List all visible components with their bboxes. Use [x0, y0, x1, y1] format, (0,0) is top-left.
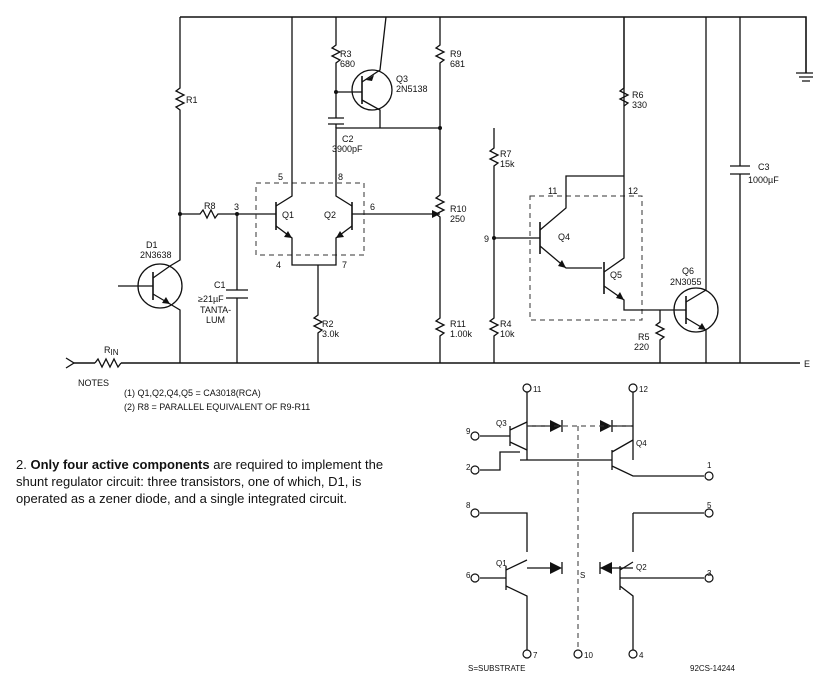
label-r7v: 15k: [500, 159, 515, 169]
note-1: (1) Q1,Q2,Q4,Q5 = CA3018(RCA): [124, 388, 261, 398]
label-r3: R3: [340, 49, 352, 59]
q4-transistor: [539, 175, 624, 269]
label-c3: C3: [758, 162, 770, 172]
ic-pin-1: 1: [707, 461, 712, 470]
label-c2v: 3900pF: [332, 144, 363, 154]
ic-pin-6: 6: [466, 571, 471, 580]
label-r8: R8: [204, 201, 216, 211]
label-r11v: 1.00k: [450, 329, 473, 339]
caption-text: are required to implement the shunt regu…: [16, 457, 384, 506]
ic-q3: Q3: [496, 419, 507, 428]
label-r10: R10: [450, 204, 467, 214]
ic-pin-4: 4: [639, 651, 644, 660]
label-q4: Q4: [558, 232, 570, 242]
ic-q2: Q2: [636, 563, 647, 572]
node-7: 7: [342, 260, 347, 270]
label-r5v: 220: [634, 342, 649, 352]
label-q3t: 2N5138: [396, 84, 428, 94]
ic-s: S: [580, 571, 585, 580]
label-r10v: 250: [450, 214, 465, 224]
q1-transistor: [270, 17, 318, 266]
q6-transistor: [660, 17, 719, 363]
label-eo: E: [804, 359, 810, 369]
label-c1v: ≥21µF: [198, 294, 224, 304]
node-3: 3: [234, 202, 239, 212]
node-12: 12: [628, 186, 638, 196]
node-5: 5: [278, 172, 283, 182]
label-r5: R5: [638, 332, 650, 342]
label-q2: Q2: [324, 210, 336, 220]
ic-pin-7: 7: [533, 651, 538, 660]
label-r7: R7: [500, 149, 512, 159]
ic-pin-8: 8: [466, 501, 471, 510]
ic-pin-2: 2: [466, 463, 471, 472]
label-rin: RIN: [104, 345, 119, 357]
label-r4v: 10k: [500, 329, 515, 339]
label-c1t2: LUM: [206, 315, 225, 325]
label-r11: R11: [450, 319, 466, 329]
label-r3v: 680: [340, 59, 355, 69]
node-6: 6: [370, 202, 375, 212]
label-r4: R4: [500, 319, 512, 329]
ic-pin-10: 10: [584, 651, 593, 660]
ic-pin-11: 11: [533, 385, 542, 394]
ic-pin-3: 3: [707, 569, 712, 578]
label-c2: C2: [342, 134, 354, 144]
label-c3v: 1000µF: [748, 175, 779, 185]
label-q3: Q3: [396, 74, 408, 84]
node-4: 4: [276, 260, 281, 270]
label-d1t: 2N3638: [140, 250, 172, 260]
caption-bold: Only four active components: [30, 457, 210, 472]
notes-title: NOTES: [78, 378, 109, 388]
ic-pin-12: 12: [639, 385, 648, 394]
figure-code: 92CS-14244: [690, 664, 735, 673]
ic-q1: Q1: [496, 559, 507, 568]
label-r6v: 330: [632, 100, 647, 110]
node-11: 11: [548, 186, 557, 196]
label-q5: Q5: [610, 270, 622, 280]
ic-pin-5: 5: [707, 501, 712, 510]
q2-transistor: [318, 127, 440, 266]
label-r9: R9: [450, 49, 462, 59]
ic-q4: Q4: [636, 439, 647, 448]
label-q1: Q1: [282, 210, 294, 220]
ic-substrate-note: S=SUBSTRATE: [468, 664, 525, 673]
label-c1t1: TANTA-: [200, 305, 231, 315]
node-9: 9: [484, 234, 489, 244]
label-d1: D1: [146, 240, 158, 250]
label-r2v: 3.0k: [322, 329, 340, 339]
d1-transistor: [118, 214, 183, 363]
label-r2: R2: [322, 319, 334, 329]
caption-number: 2.: [16, 457, 27, 472]
ic-pin-9: 9: [466, 427, 471, 436]
ic-diagram: [470, 383, 714, 659]
note-2: (2) R8 = PARALLEL EQUIVALENT OF R9-R11: [124, 402, 310, 412]
top-rail: [180, 16, 813, 82]
node-8: 8: [338, 172, 343, 182]
figure-caption: 2. Only four active components are requi…: [16, 456, 416, 507]
label-r9v: 681: [450, 59, 465, 69]
label-c1: C1: [214, 280, 226, 290]
label-r6: R6: [632, 90, 644, 100]
bottom-rail: [65, 357, 800, 369]
label-q6t: 2N3055: [670, 277, 702, 287]
label-r1: R1: [186, 95, 198, 105]
label-q6: Q6: [682, 266, 694, 276]
q3-transistor: [351, 16, 393, 128]
q5-transistor: [603, 17, 660, 311]
